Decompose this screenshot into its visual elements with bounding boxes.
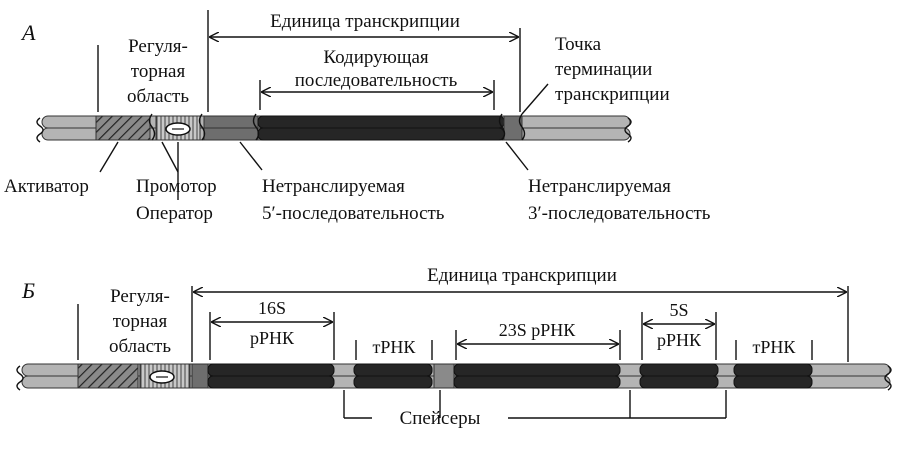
panel-a: А bbox=[4, 10, 711, 224]
panel-a-utr5-label-2: 5′-последовательность bbox=[262, 203, 445, 224]
panel-a-regulatory-label-3: область bbox=[127, 86, 189, 107]
panel-a-coding-label-2: последовательность bbox=[295, 70, 458, 91]
panel-b-right-end bbox=[884, 365, 892, 391]
panel-a-coding-bottom bbox=[257, 127, 505, 141]
panel-b-spacers-bracket bbox=[343, 390, 727, 419]
panel-b-trna1-top bbox=[353, 363, 433, 377]
panel-a-operator-label: Оператор bbox=[136, 203, 213, 224]
panel-b-16s-top bbox=[207, 363, 335, 377]
panel-b-5s-bottom bbox=[639, 375, 719, 389]
panel-a-activator-label: Активатор bbox=[4, 176, 89, 197]
panel-b-regulatory-label-3: область bbox=[109, 336, 171, 357]
panel-b-5s-label-1: 5S bbox=[669, 300, 688, 320]
panel-a-unit-label: Единица транскрипции bbox=[270, 11, 460, 32]
panel-b-trna1-label: тРНК bbox=[373, 337, 417, 357]
panel-a-termination-label-2: терминации bbox=[555, 59, 652, 80]
panel-a-termination-label-1: Точка bbox=[555, 34, 602, 55]
panel-b-dna bbox=[16, 363, 892, 391]
panel-a-termination-label-3: транскрипции bbox=[555, 84, 670, 105]
panel-b: Б bbox=[16, 265, 892, 429]
panel-a-activator-region bbox=[95, 115, 151, 141]
panel-b-16s-bottom bbox=[207, 375, 335, 389]
panel-b-spacers-label: Спейсеры bbox=[400, 408, 481, 429]
panel-b-trna2-bottom bbox=[733, 375, 813, 389]
panel-b-trna2-top bbox=[733, 363, 813, 377]
panel-a-utr3-label-2: 3′-последовательность bbox=[528, 203, 711, 224]
panel-a-promoter-label: Промотор bbox=[136, 176, 217, 197]
panel-b-23s-bottom bbox=[453, 375, 621, 389]
panel-a-left-end bbox=[36, 117, 44, 143]
panel-a-coding-label-1: Кодирующая bbox=[323, 47, 429, 68]
panel-a-letter: А bbox=[20, 20, 36, 45]
panel-b-23s-label: 23S рРНК bbox=[499, 320, 577, 340]
panel-a-regulatory-label-2: торная bbox=[131, 61, 186, 82]
panel-b-16s-label-2: рРНК bbox=[250, 328, 295, 348]
panel-b-5s-top bbox=[639, 363, 719, 377]
panel-a-utr5-label-1: Нетранслируемая bbox=[262, 176, 405, 197]
panel-a-right-end bbox=[624, 117, 632, 143]
panel-b-trna1-bottom bbox=[353, 375, 433, 389]
panel-b-regulatory-label-2: торная bbox=[113, 311, 168, 332]
panel-b-23s-top bbox=[453, 363, 621, 377]
panel-b-regulatory-hatched bbox=[77, 363, 139, 389]
panel-b-regulatory-label-1: Регуля- bbox=[110, 286, 170, 307]
panel-a-regulatory-label-1: Регуля- bbox=[128, 36, 188, 57]
panel-b-trna2-label: тРНК bbox=[753, 337, 797, 357]
panel-b-letter: Б bbox=[21, 278, 35, 303]
panel-b-unit-label: Единица транскрипции bbox=[427, 265, 617, 286]
panel-a-utr5-top bbox=[203, 115, 259, 129]
panel-a-dna bbox=[36, 113, 632, 143]
panel-a-promoter-region bbox=[155, 115, 201, 141]
panel-a-utr3-label-1: Нетранслируемая bbox=[528, 176, 671, 197]
panel-b-left-end bbox=[16, 365, 24, 391]
panel-b-16s-label-1: 16S bbox=[258, 298, 286, 318]
panel-b-5s-label-2: рРНК bbox=[657, 330, 702, 350]
panel-a-coding-top bbox=[257, 115, 505, 129]
panel-a-utr5-bottom bbox=[203, 127, 259, 141]
